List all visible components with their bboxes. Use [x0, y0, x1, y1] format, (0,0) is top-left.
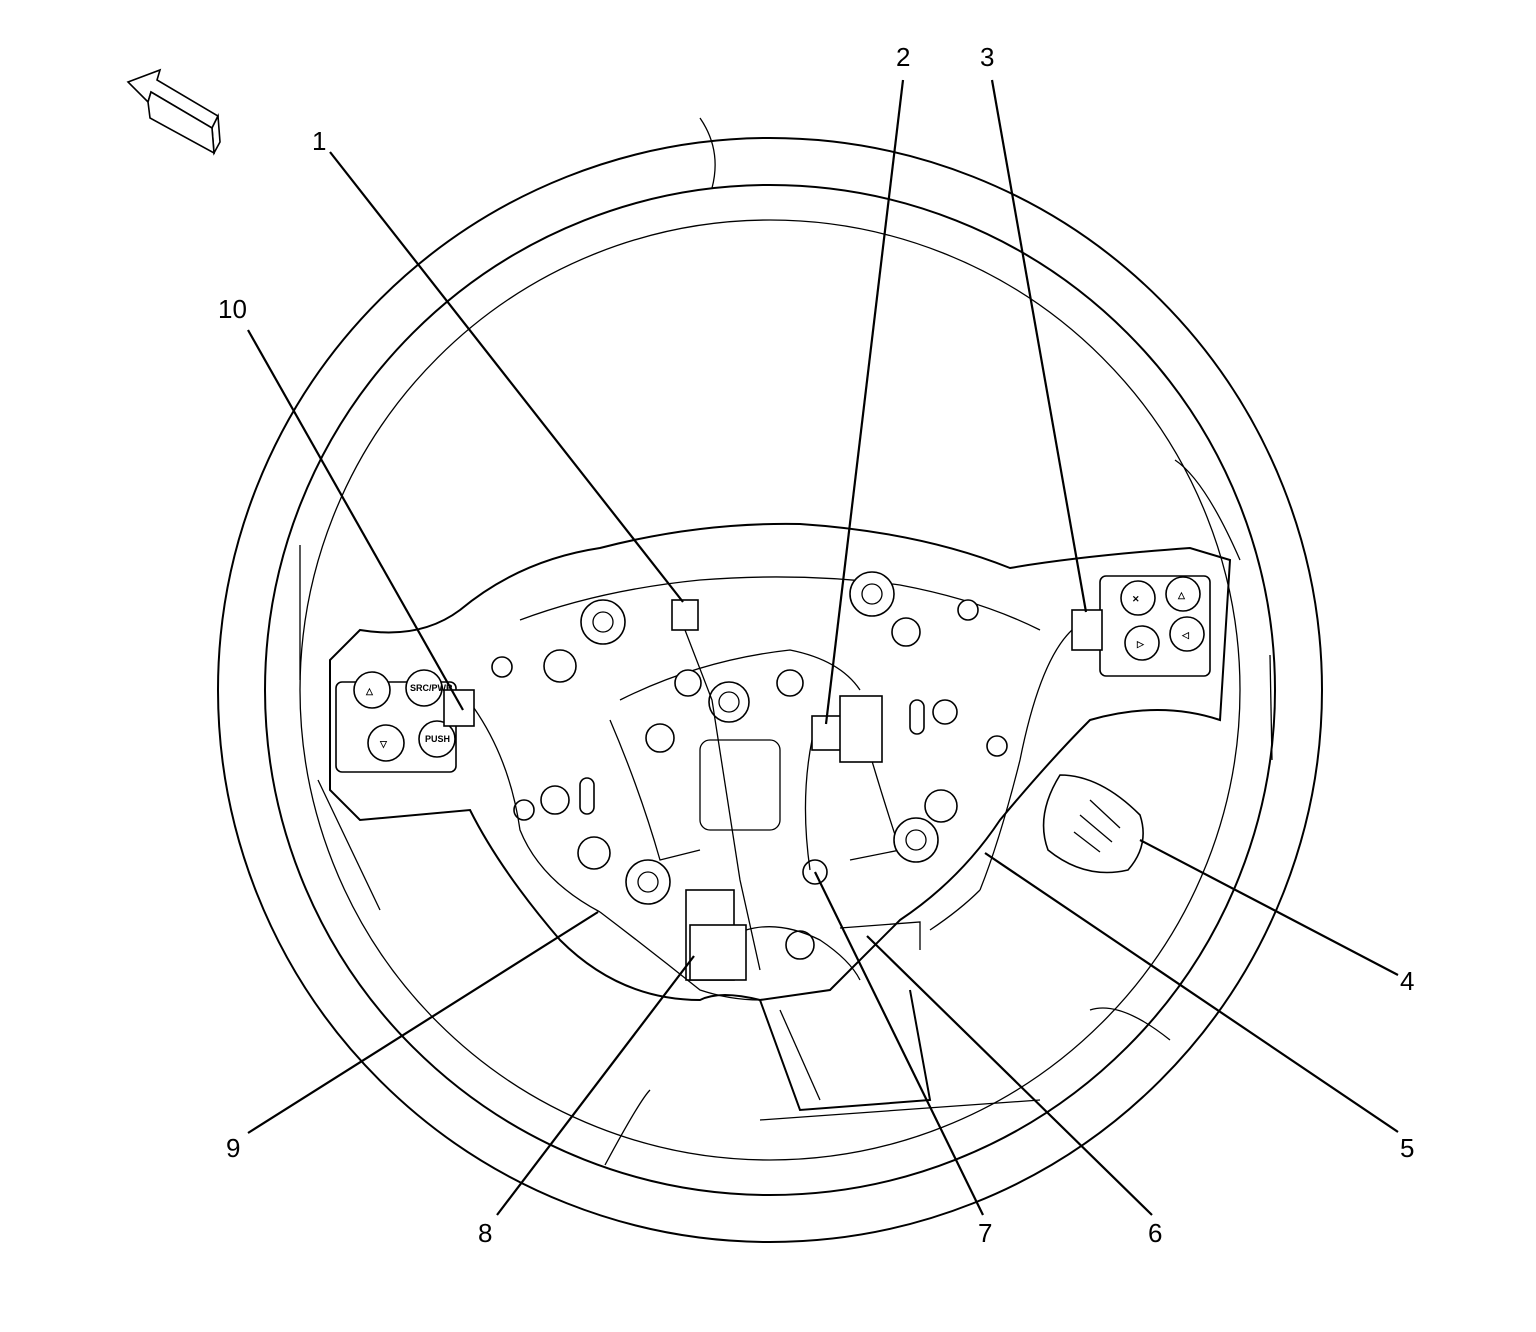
left-top-button-label: SRC/PWR: [410, 683, 453, 693]
cruise-control-switch: [1042, 774, 1144, 874]
callout-7: 7: [978, 1218, 992, 1248]
callout-labels: 1 2 3 4 5 6 7 8 9 10: [218, 42, 1414, 1248]
svg-text:▷: ▷: [1136, 639, 1145, 649]
callout-6: 6: [1148, 1218, 1162, 1248]
callout-2: 2: [896, 42, 910, 72]
svg-text:△: △: [1177, 590, 1186, 600]
right-switch-module: ✕ △ ▷ ◁: [979, 575, 1211, 891]
svg-text:✕: ✕: [1132, 594, 1140, 604]
left-bottom-button-label: PUSH: [425, 734, 450, 744]
callout-9: 9: [226, 1133, 240, 1163]
callout-8: 8: [478, 1218, 492, 1248]
wiring-harness: [599, 599, 981, 1001]
svg-text:◁: ◁: [1181, 630, 1190, 640]
svg-text:△: △: [365, 686, 374, 696]
steering-wheel-rim: [217, 117, 1323, 1243]
callout-1: 1: [312, 126, 326, 156]
callout-10: 10: [218, 294, 247, 324]
callout-5: 5: [1400, 1133, 1414, 1163]
callout-3: 3: [980, 42, 994, 72]
mounting-screws: [491, 571, 1008, 960]
wheel-hub: [329, 522, 1232, 1112]
direction-arrow-icon: [126, 68, 221, 156]
callout-4: 4: [1400, 966, 1414, 996]
svg-text:▽: ▽: [379, 739, 388, 749]
leader-lines: [247, 79, 1399, 1216]
left-switch-module: △ SRC/PWR ▽ PUSH: [335, 669, 601, 913]
